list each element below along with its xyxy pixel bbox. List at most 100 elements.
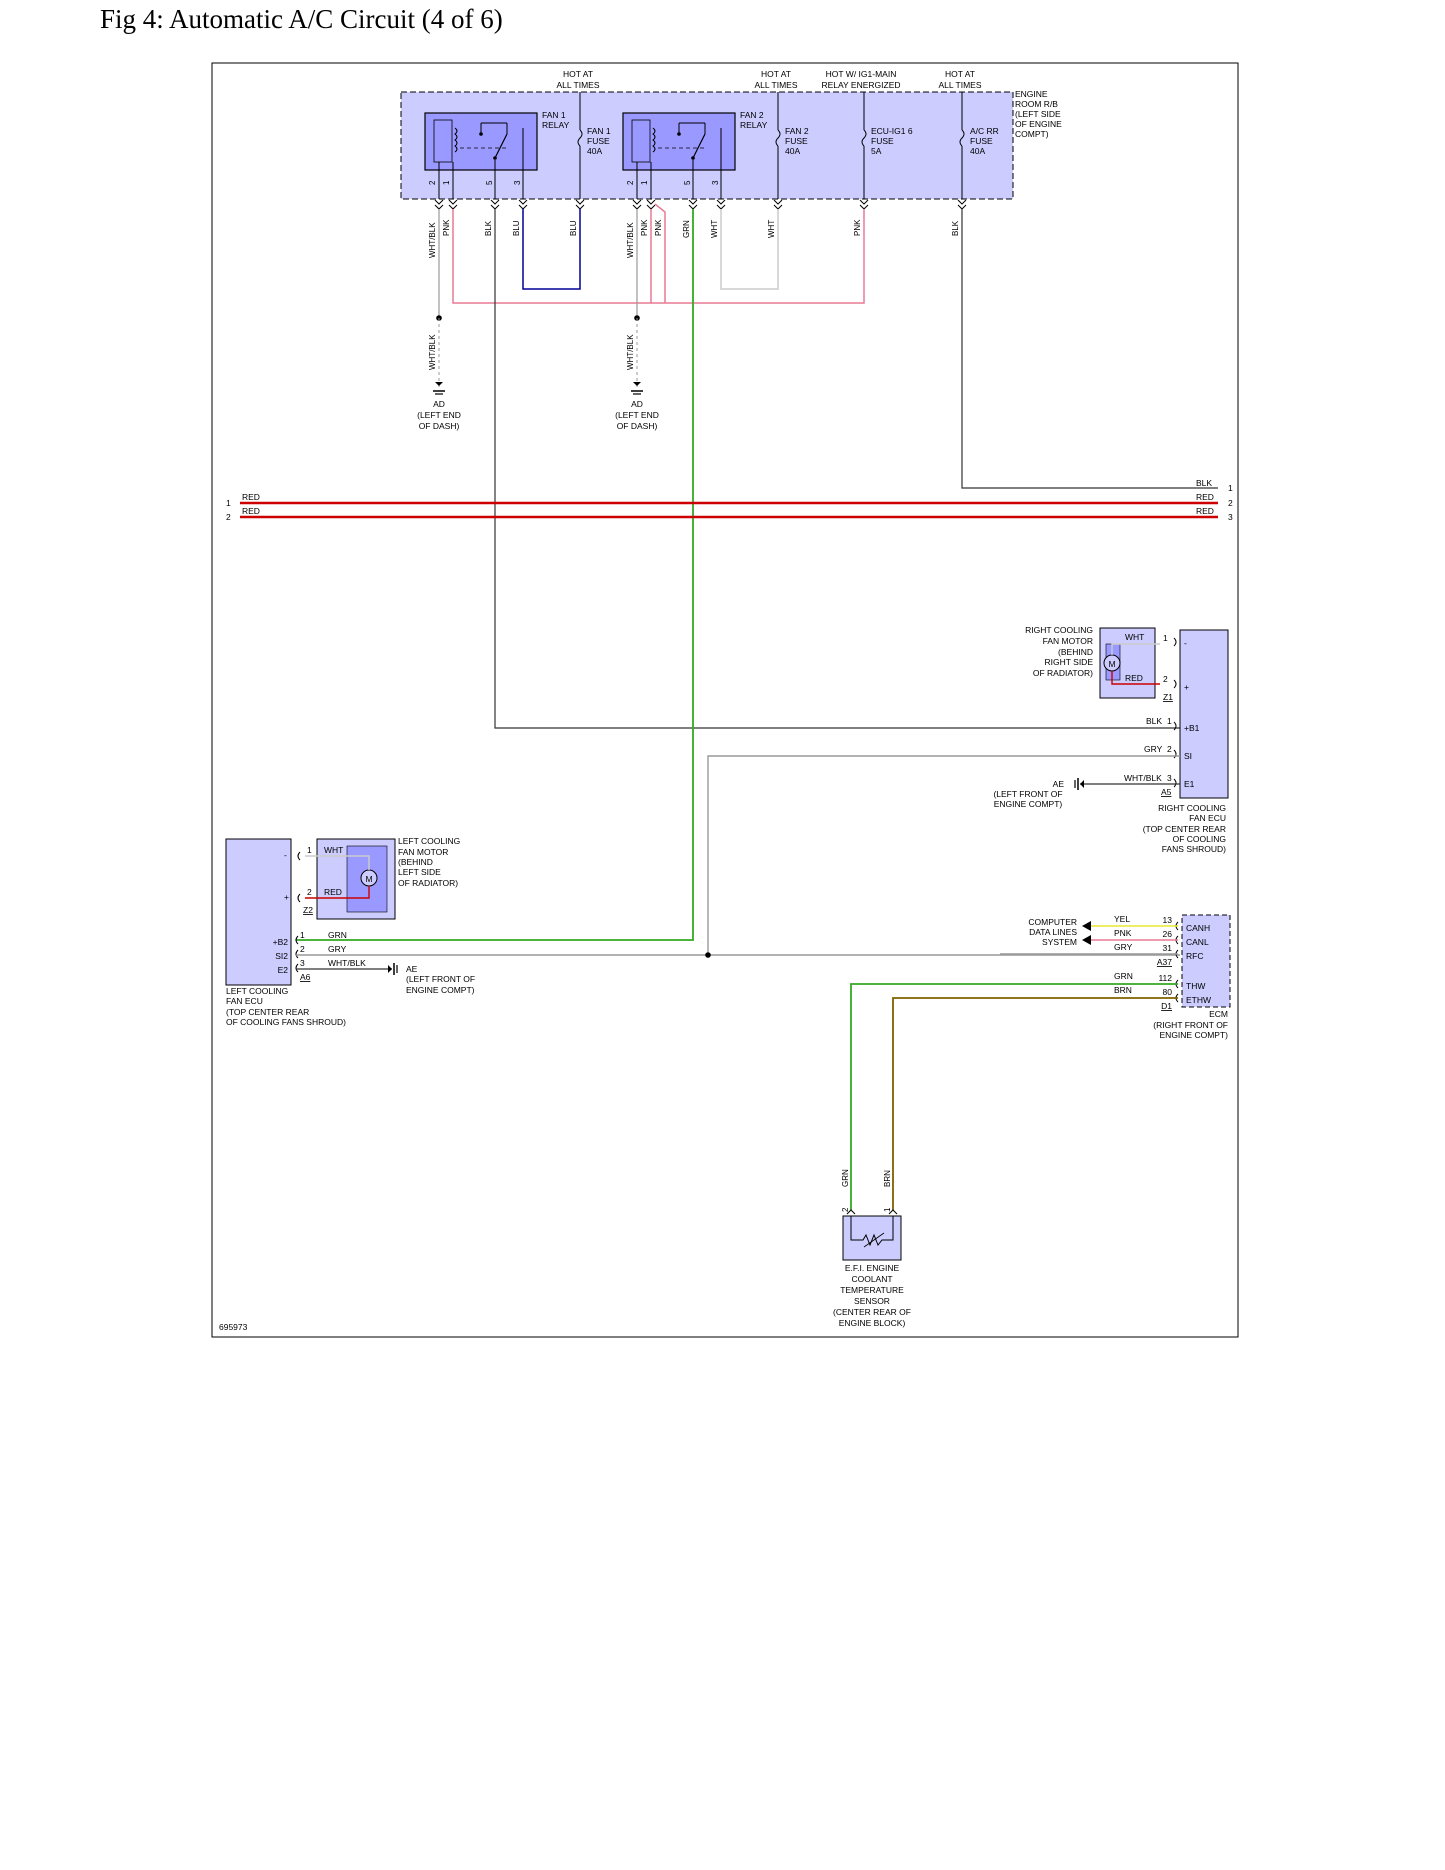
svg-text:OF COOLING: OF COOLING [1173,834,1226,844]
svg-text:BLK: BLK [1196,478,1212,488]
svg-text:BLU: BLU [569,220,578,236]
svg-text:2: 2 [300,944,305,954]
fan1-relay-label: FAN 1 [542,110,566,120]
svg-text:PNK: PNK [654,219,663,236]
svg-text:5: 5 [683,180,692,185]
svg-text:A6: A6 [300,972,311,982]
fan2-relay [622,112,736,171]
wire-blk-1 [494,209,1180,729]
svg-text:LEFT COOLING: LEFT COOLING [226,986,288,996]
svg-text:FUSE: FUSE [970,136,993,146]
wire-grn-thw [850,983,1178,1210]
svg-text:RIGHT COOLING: RIGHT COOLING [1158,803,1226,813]
svg-text:RFC: RFC [1186,951,1203,961]
wire-brn-ethw [892,997,1178,1210]
svg-text:2: 2 [841,1207,850,1212]
svg-text:(BEHIND: (BEHIND [398,857,433,867]
svg-text:GRN: GRN [841,1169,850,1187]
ect-sensor [842,1215,902,1261]
svg-text:+B1: +B1 [1184,723,1200,733]
svg-text:(LEFT END: (LEFT END [417,410,461,420]
svg-text:BLK: BLK [1146,716,1162,726]
svg-text:13: 13 [1163,915,1173,925]
svg-text:PNK: PNK [853,219,862,236]
left-fan-ecu [225,838,292,986]
svg-text:Z1: Z1 [1163,692,1173,702]
svg-text:+: + [284,892,289,902]
svg-text:2: 2 [226,512,231,522]
svg-text:(LEFT END: (LEFT END [615,410,659,420]
svg-text:ENGINE BLOCK): ENGINE BLOCK) [839,1318,906,1328]
svg-text:40A: 40A [785,146,800,156]
svg-text:RIGHT COOLING: RIGHT COOLING [1025,625,1093,635]
svg-text:40A: 40A [587,146,602,156]
svg-text:+: + [1184,682,1189,692]
svg-text:-: - [284,850,287,860]
svg-text:(LEFT SIDE: (LEFT SIDE [1015,109,1061,119]
svg-text:31: 31 [1163,943,1173,953]
wire-gry-right [707,755,1180,955]
svg-text:OF RADIATOR): OF RADIATOR) [398,878,458,888]
svg-text:80: 80 [1163,987,1173,997]
svg-text:Z2: Z2 [303,905,313,915]
svg-text:WHT/BLK: WHT/BLK [626,222,635,258]
svg-text:FUSE: FUSE [871,136,894,146]
svg-text:+B2: +B2 [273,937,289,947]
svg-text:GRY: GRY [328,944,347,954]
svg-text:FAN ECU: FAN ECU [226,996,263,1006]
left-motor-symbol: M [365,874,372,884]
svg-text:GRN: GRN [1114,971,1133,981]
svg-text:FANS SHROUD): FANS SHROUD) [1162,844,1226,854]
svg-text:FUSE: FUSE [587,136,610,146]
svg-text:DATA LINES: DATA LINES [1029,927,1077,937]
ecm-label: ECM (RIGHT FRONT OF ENGINE COMPT) [1153,1009,1228,1040]
hot-label-2: HOT AT [761,69,791,79]
svg-text:OF COOLING FANS SHROUD): OF COOLING FANS SHROUD) [226,1017,346,1027]
svg-text:GRY: GRY [1144,744,1163,754]
svg-text:TEMPERATURE: TEMPERATURE [840,1285,904,1295]
svg-text:2: 2 [1228,498,1233,508]
svg-text:CANL: CANL [1186,937,1209,947]
svg-text:PNK: PNK [640,219,649,236]
hot-label-4: HOT AT [945,69,975,79]
svg-text:AE: AE [406,964,418,974]
svg-text:BLK: BLK [951,220,960,236]
svg-text:WHT/BLK: WHT/BLK [428,222,437,258]
svg-text:LEFT SIDE: LEFT SIDE [398,867,441,877]
svg-text:RED: RED [1196,492,1214,502]
svg-text:SENSOR: SENSOR [854,1296,890,1306]
svg-text:E2: E2 [278,965,289,975]
svg-text:AD: AD [631,399,643,409]
right-motor-symbol: M [1108,659,1115,669]
page-title: Fig 4: Automatic A/C Circuit (4 of 6) [100,4,503,34]
svg-text:1: 1 [1228,483,1233,493]
svg-text:FUSE: FUSE [785,136,808,146]
left-fan-ecu-label: LEFT COOLING FAN ECU (TOP CENTER REAR OF… [226,986,346,1027]
svg-text:2: 2 [428,180,437,185]
fan2-fuse: FAN 2 FUSE 40A [775,92,809,199]
fan1-fuse: FAN 1 FUSE 40A [577,92,611,199]
hot-label-3: HOT W/ IG1-MAIN [826,69,897,79]
svg-text:ROOM R/B: ROOM R/B [1015,99,1058,109]
svg-text:COMPT): COMPT) [1015,129,1049,139]
svg-text:FAN MOTOR: FAN MOTOR [1043,636,1093,646]
wire-pnk-2 [651,209,865,304]
fan2-relay-label: FAN 2 [740,110,764,120]
left-fan-motor-label: LEFT COOLING FAN MOTOR (BEHIND LEFT SIDE… [398,836,460,888]
svg-text:A5: A5 [1161,787,1172,797]
svg-text:40A: 40A [970,146,985,156]
svg-text:112: 112 [1158,973,1172,983]
svg-text:OF RADIATOR): OF RADIATOR) [1033,668,1093,678]
svg-text:OF DASH): OF DASH) [617,421,658,431]
svg-text:A/C RR: A/C RR [970,126,999,136]
svg-text:RED: RED [1196,506,1214,516]
svg-text:AD: AD [433,399,445,409]
svg-text:COMPUTER: COMPUTER [1028,917,1077,927]
svg-text:(CENTER REAR OF: (CENTER REAR OF [833,1307,911,1317]
rb-connector-marks [434,199,967,210]
svg-text:3: 3 [300,958,305,968]
top-wire-labels: WHT/BLK PNK BLK BLU BLU WHT/BLK PNK PNK … [428,219,960,370]
svg-text:ENGINE COMPT): ENGINE COMPT) [1160,1030,1229,1040]
wire-wht [720,209,779,290]
